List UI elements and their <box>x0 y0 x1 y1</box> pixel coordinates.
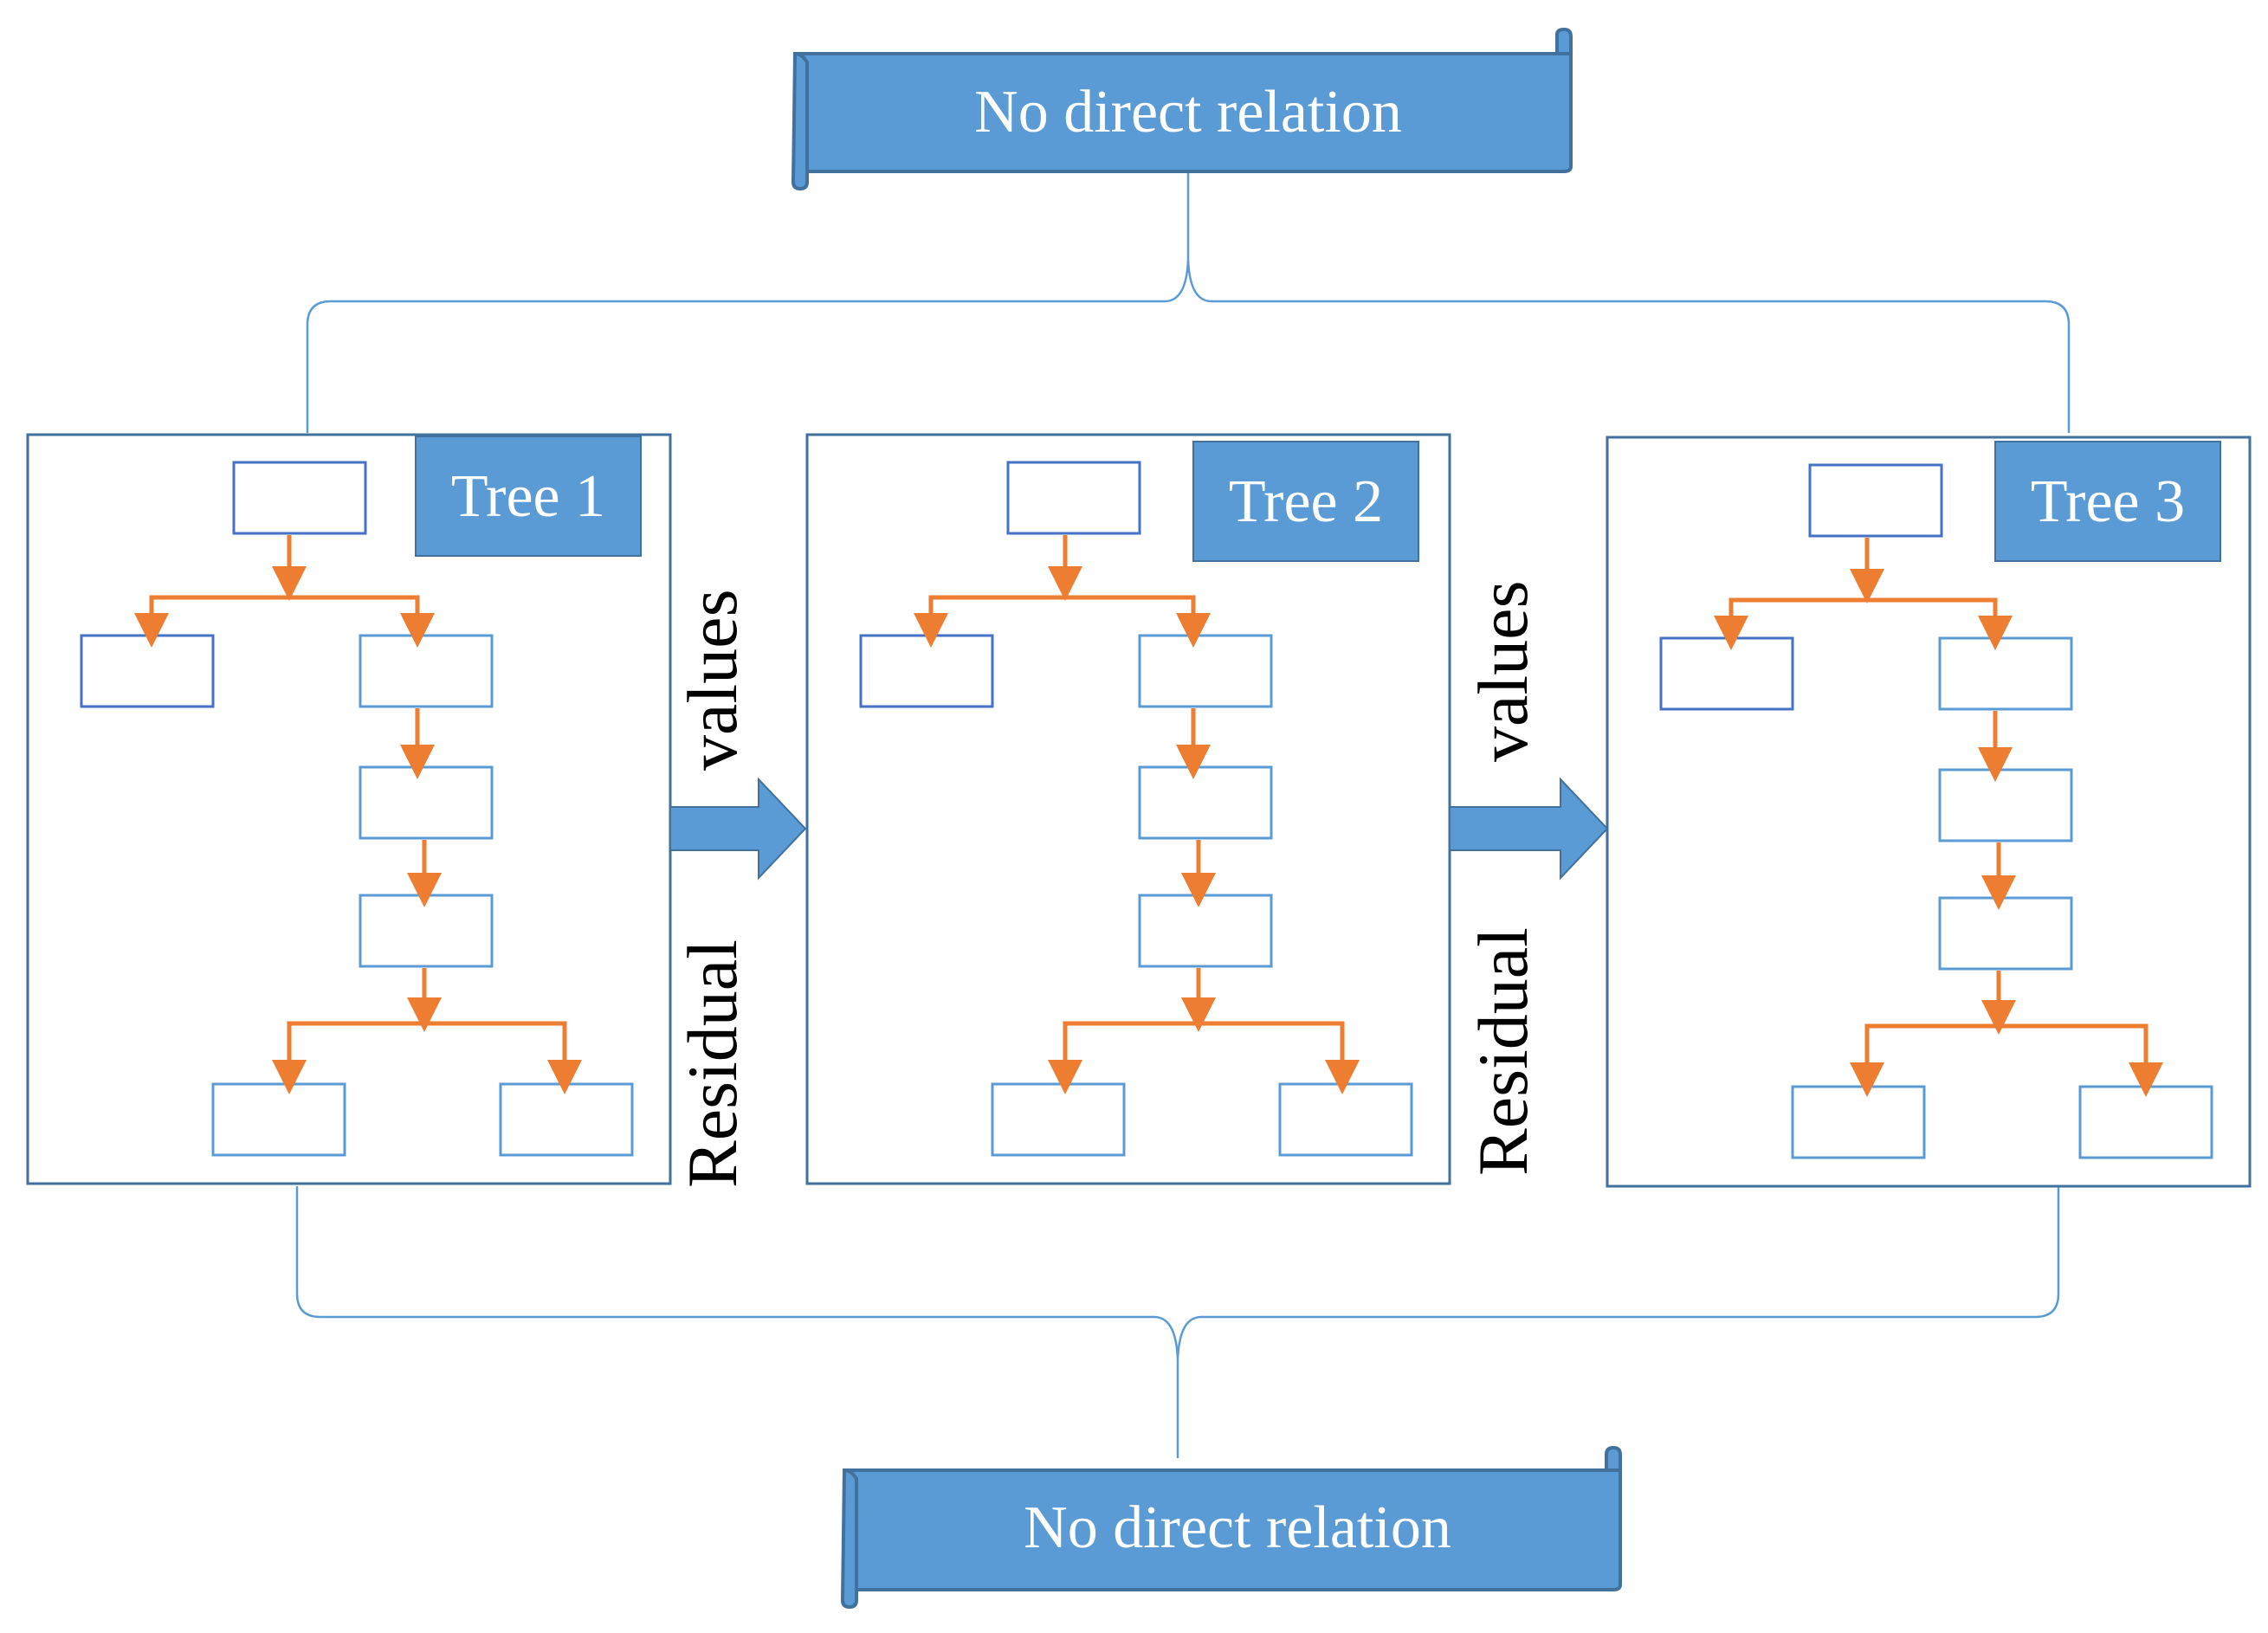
tree-title: Tree 3 <box>2031 468 2185 535</box>
bottom-banner: No direct relation <box>840 1445 1622 1610</box>
tree-title: Tree 1 <box>451 463 605 530</box>
right-arrow-icon <box>1449 777 1609 881</box>
label-values: values <box>673 590 752 771</box>
tree-title-box <box>1192 441 1419 562</box>
connector-1: values Residual <box>669 590 807 1188</box>
label-residual: Residual <box>673 939 752 1188</box>
node-root <box>1808 463 1943 538</box>
tree-panel-3: Tree 3 <box>1606 436 2252 1188</box>
tree-panel-frame <box>1606 436 2252 1188</box>
tree-panel-2: Tree 2 <box>805 433 1451 1185</box>
node-root <box>232 461 367 535</box>
bottom-brace <box>295 1186 2060 1458</box>
label-residual: Residual <box>1464 927 1542 1176</box>
top-brace <box>306 173 2071 433</box>
label-values: values <box>1464 581 1542 762</box>
right-arrow-icon <box>669 777 807 881</box>
tree-panel-1: Tree 1 <box>26 433 672 1185</box>
tree-title-box <box>415 436 642 557</box>
top-banner-text: No direct relation <box>974 79 1402 145</box>
bottom-banner-text: No direct relation <box>1024 1494 1451 1561</box>
tree-title: Tree 2 <box>1229 468 1383 535</box>
node-root <box>1006 461 1141 535</box>
top-banner: No direct relation <box>791 27 1573 191</box>
connector-2: values Residual <box>1449 581 1609 1176</box>
tree-title-box <box>1994 441 2221 562</box>
